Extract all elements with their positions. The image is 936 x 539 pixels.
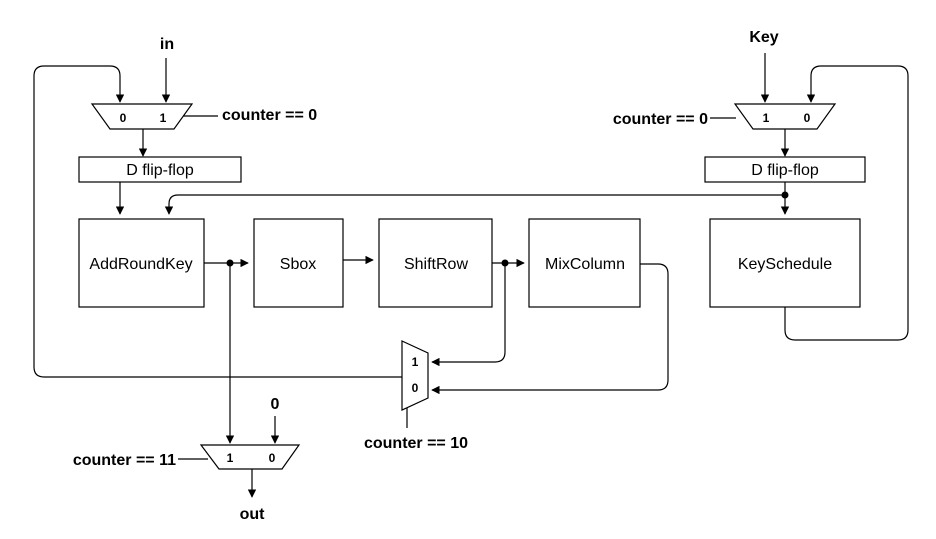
output-mux-pin-b: 0 (269, 451, 276, 465)
round-mux-pin-b: 0 (412, 381, 419, 395)
mixcolumn-block: MixColumn (528, 218, 641, 308)
input-zero-label: 0 (271, 396, 280, 413)
wire-shiftrow-to-round-mux (431, 263, 506, 367)
wires (33, 53, 909, 498)
output-mux: 1 0 (199, 444, 301, 470)
shiftrow-block: ShiftRow (378, 218, 493, 308)
dff-data-block: D flip-flop (78, 156, 242, 183)
wire-mixcolumn-to-round-mux (431, 263, 669, 395)
junction-dot (501, 259, 509, 267)
keyschedule-label: KeySchedule (738, 256, 832, 273)
addroundkey-label: AddRoundKey (89, 256, 192, 273)
sbox-label: Sbox (280, 256, 316, 273)
junction-dot (226, 259, 234, 267)
output-out-label: out (240, 506, 266, 523)
input-in-label: in (160, 36, 174, 53)
wire-key-feedback (784, 65, 909, 341)
sbox-block: Sbox (253, 218, 344, 308)
input-mux-pin-b: 1 (160, 111, 167, 125)
wire-round-feedback (33, 65, 402, 378)
output-mux-select-label: counter == 11 (73, 452, 176, 469)
input-mux: 0 1 (90, 103, 194, 130)
addroundkey-block: AddRoundKey (78, 218, 205, 308)
keyschedule-block: KeySchedule (709, 218, 861, 308)
key-mux-select-label: counter == 0 (613, 111, 708, 128)
shiftrow-label: ShiftRow (404, 256, 468, 273)
junction-dot (781, 191, 789, 199)
input-mux-select-label: counter == 0 (222, 107, 317, 124)
dff-key-label: D flip-flop (751, 162, 819, 179)
input-mux-pin-a: 0 (120, 111, 127, 125)
mixcolumn-label: MixColumn (545, 256, 625, 273)
output-mux-pin-a: 1 (227, 451, 234, 465)
round-mux-pin-a: 1 (412, 355, 419, 369)
key-mux-pin-b: 0 (804, 111, 811, 125)
dff-data-label: D flip-flop (126, 162, 194, 179)
key-mux-pin-a: 1 (763, 111, 770, 125)
wire-round-key (164, 194, 785, 215)
key-mux: 1 0 (733, 103, 837, 130)
dff-key-block: D flip-flop (704, 156, 866, 183)
round-mux: 1 0 (401, 340, 429, 411)
input-key-label: Key (749, 29, 778, 46)
round-mux-select-label: counter == 10 (364, 435, 468, 452)
